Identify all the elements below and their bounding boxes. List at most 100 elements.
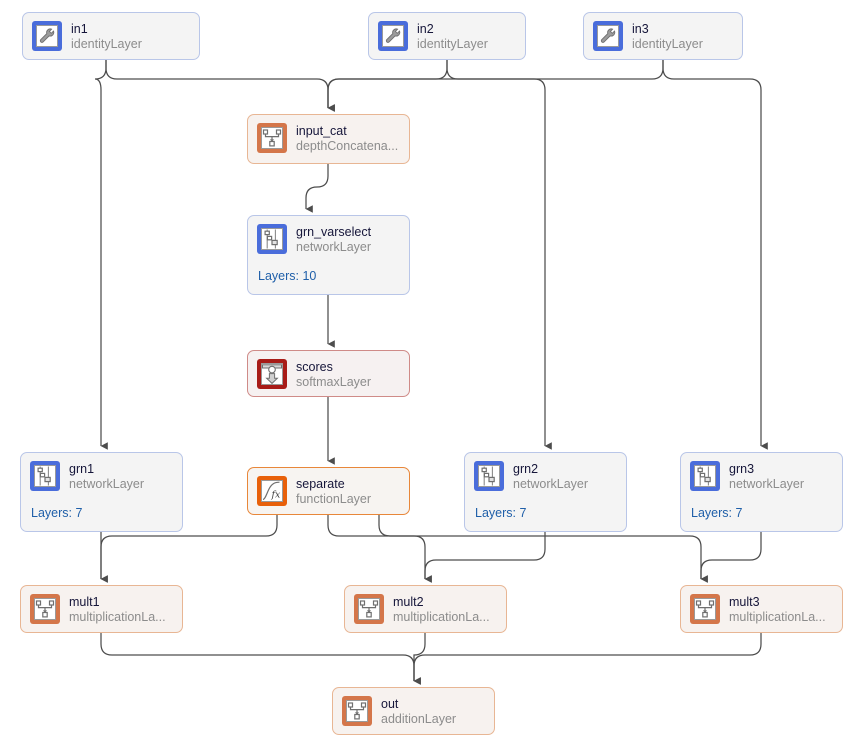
addition-icon — [342, 696, 372, 726]
edge-input_cat-to-grn_varselect[interactable] — [305, 164, 329, 213]
edge-grn3-to-mult3[interactable] — [700, 532, 762, 583]
function-fx-icon: fx — [257, 476, 287, 506]
wrench-icon — [593, 21, 623, 51]
wrench-icon — [32, 21, 62, 51]
node-name: mult1 — [69, 595, 100, 609]
node-name: scores — [296, 360, 333, 374]
edge-in3-to-grn3[interactable] — [662, 60, 768, 450]
node-name: out — [381, 697, 399, 711]
node-type: networkLayer — [296, 240, 372, 255]
node-name: separate — [296, 477, 345, 491]
node-type: functionLayer — [296, 492, 372, 507]
network-layer-icon — [30, 461, 60, 491]
softmax-icon — [257, 359, 287, 389]
network-layer-icon — [474, 461, 504, 491]
node-name: in3 — [632, 22, 649, 36]
node-type: multiplicationLa... — [393, 610, 490, 625]
edge-separate-to-mult3[interactable] — [378, 515, 708, 583]
edge-mult1-to-out[interactable] — [100, 633, 421, 685]
edge-mult2-to-out[interactable] — [413, 633, 426, 685]
edge-in3-to-input_cat[interactable] — [327, 60, 664, 112]
node-type: depthConcatena... — [296, 139, 399, 154]
depth-concatenate-icon — [257, 123, 287, 153]
node-type: networkLayer — [729, 477, 805, 492]
edge-in2-to-input_cat[interactable] — [327, 60, 448, 112]
node-type: identityLayer — [632, 37, 703, 52]
edge-separate-to-mult2[interactable] — [327, 515, 432, 583]
node-type: networkLayer — [69, 477, 145, 492]
node-type: identityLayer — [71, 37, 142, 52]
network-layer-icon — [257, 224, 287, 254]
svg-text:fx: fx — [271, 489, 281, 500]
node-name: grn1 — [69, 462, 95, 476]
node-name: input_cat — [296, 124, 347, 138]
node-type: softmaxLayer — [296, 375, 372, 390]
node-layer-count: Layers: 7 — [475, 505, 527, 520]
node-layer-count: Layers: 7 — [691, 505, 743, 520]
network-layer-icon — [690, 461, 720, 491]
node-type: identityLayer — [417, 37, 488, 52]
node-name: in2 — [417, 22, 434, 36]
wrench-icon — [378, 21, 408, 51]
node-name: grn2 — [513, 462, 539, 476]
multiplication-icon — [30, 594, 60, 624]
node-name: in1 — [71, 22, 88, 36]
edge-grn2-to-mult2[interactable] — [424, 532, 546, 583]
node-name: grn3 — [729, 462, 755, 476]
edge-in1-to-input_cat[interactable] — [105, 60, 335, 112]
multiplication-icon — [354, 594, 384, 624]
edge-in2-to-grn2[interactable] — [446, 60, 552, 450]
node-name: grn_varselect — [296, 225, 372, 239]
multiplication-icon — [690, 594, 720, 624]
node-type: additionLayer — [381, 712, 457, 727]
edge-in1-to-grn1[interactable] — [94, 60, 108, 450]
node-layer-count: Layers: 10 — [258, 268, 317, 283]
node-type: multiplicationLa... — [729, 610, 826, 625]
node-layer-count: Layers: 7 — [31, 505, 83, 520]
node-type: networkLayer — [513, 477, 589, 492]
node-type: multiplicationLa... — [69, 610, 166, 625]
edge-mult3-to-out[interactable] — [413, 633, 762, 685]
